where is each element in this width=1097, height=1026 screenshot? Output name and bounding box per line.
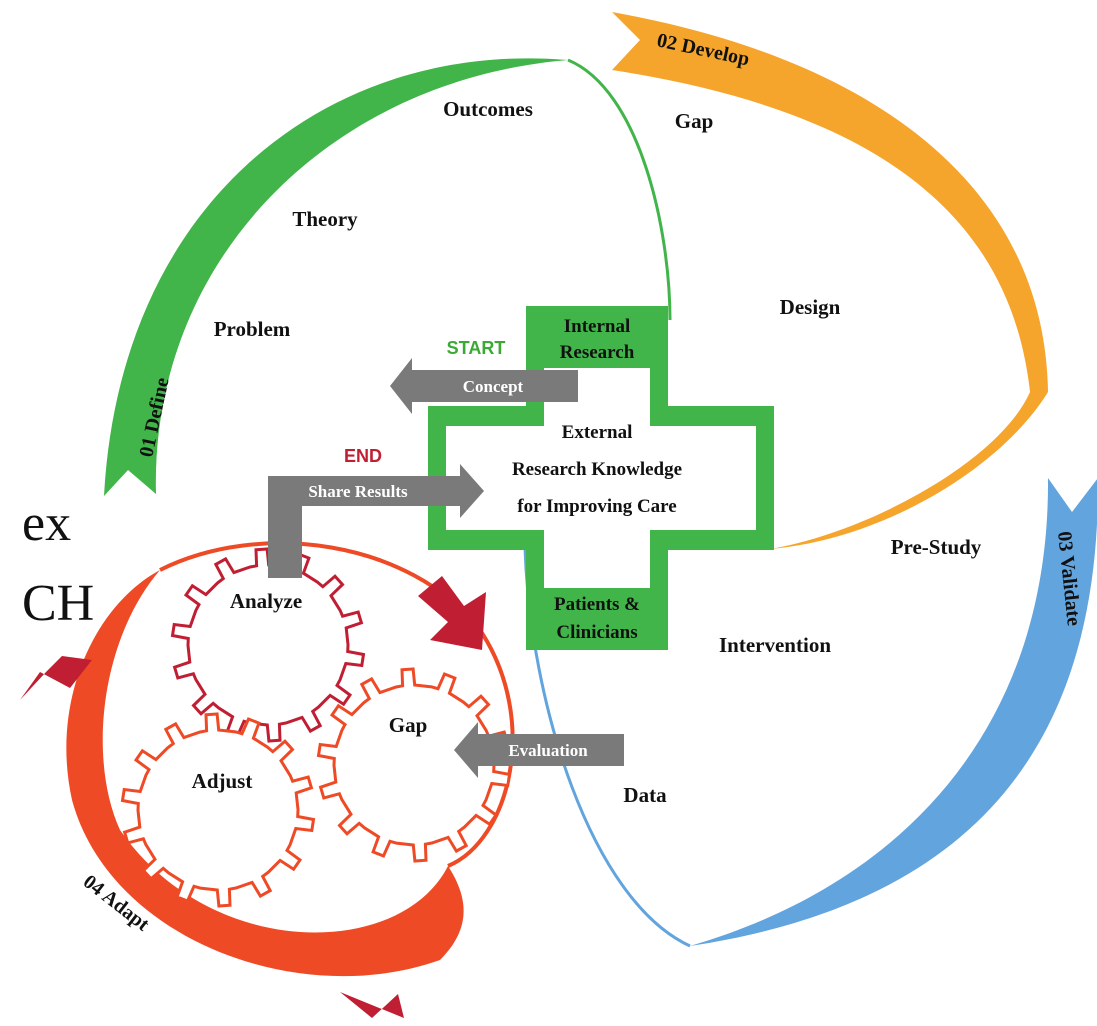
evaluation-arrow: Evaluation	[454, 722, 624, 778]
start-marker: START	[447, 338, 506, 358]
define-step-theory: Theory	[292, 207, 358, 231]
define-phase-outline	[567, 58, 672, 321]
end-marker: END	[344, 446, 382, 466]
share-results-arrow-label: Share Results	[308, 482, 408, 501]
gear-gap	[316, 667, 512, 863]
cross-internal-line1: Internal	[564, 316, 631, 337]
adapt-circle-arrow	[418, 576, 486, 650]
cross-center-line1: External	[562, 422, 633, 443]
define-step-problem: Problem	[214, 317, 291, 341]
gear-adjust	[120, 712, 316, 908]
concept-arrow-label: Concept	[463, 377, 524, 396]
cropped-title-line1: ex	[22, 495, 71, 552]
adapt-band-arrowhead-bottom	[340, 992, 404, 1018]
validate-step-data: Data	[623, 783, 667, 807]
define-phase-band	[104, 58, 568, 496]
care-cross-inner	[446, 368, 756, 588]
define-step-outcomes: Outcomes	[443, 97, 533, 121]
adapt-phase-band	[66, 570, 464, 977]
cross-patients-line2: Clinicians	[556, 622, 637, 643]
evaluation-arrow-label: Evaluation	[508, 741, 588, 760]
cross-center-line3: for Improving Care	[517, 496, 676, 517]
gear-label-analyze: Analyze	[230, 589, 302, 613]
adapt-band-arrowhead-top	[20, 656, 92, 700]
develop-phase-band	[612, 12, 1048, 549]
validate-step-intervention: Intervention	[719, 633, 831, 657]
cross-internal-line2: Research	[560, 342, 635, 363]
gears-group	[120, 547, 512, 908]
validate-phase-band	[690, 478, 1097, 946]
cross-patients-line1: Patients &	[554, 594, 640, 615]
develop-step-design: Design	[780, 295, 841, 319]
gear-label-gap: Gap	[389, 713, 428, 737]
gear-label-adjust: Adjust	[192, 769, 253, 793]
cropped-title-line2: CH	[22, 575, 94, 632]
gear-analyze	[170, 547, 366, 743]
validate-step-pre-study: Pre-Study	[891, 535, 982, 559]
concept-arrow: Concept	[390, 358, 578, 414]
share-results-arrow: Share Results	[268, 464, 484, 578]
develop-step-gap: Gap	[675, 109, 714, 133]
cross-center-line2: Research Knowledge	[512, 459, 682, 480]
